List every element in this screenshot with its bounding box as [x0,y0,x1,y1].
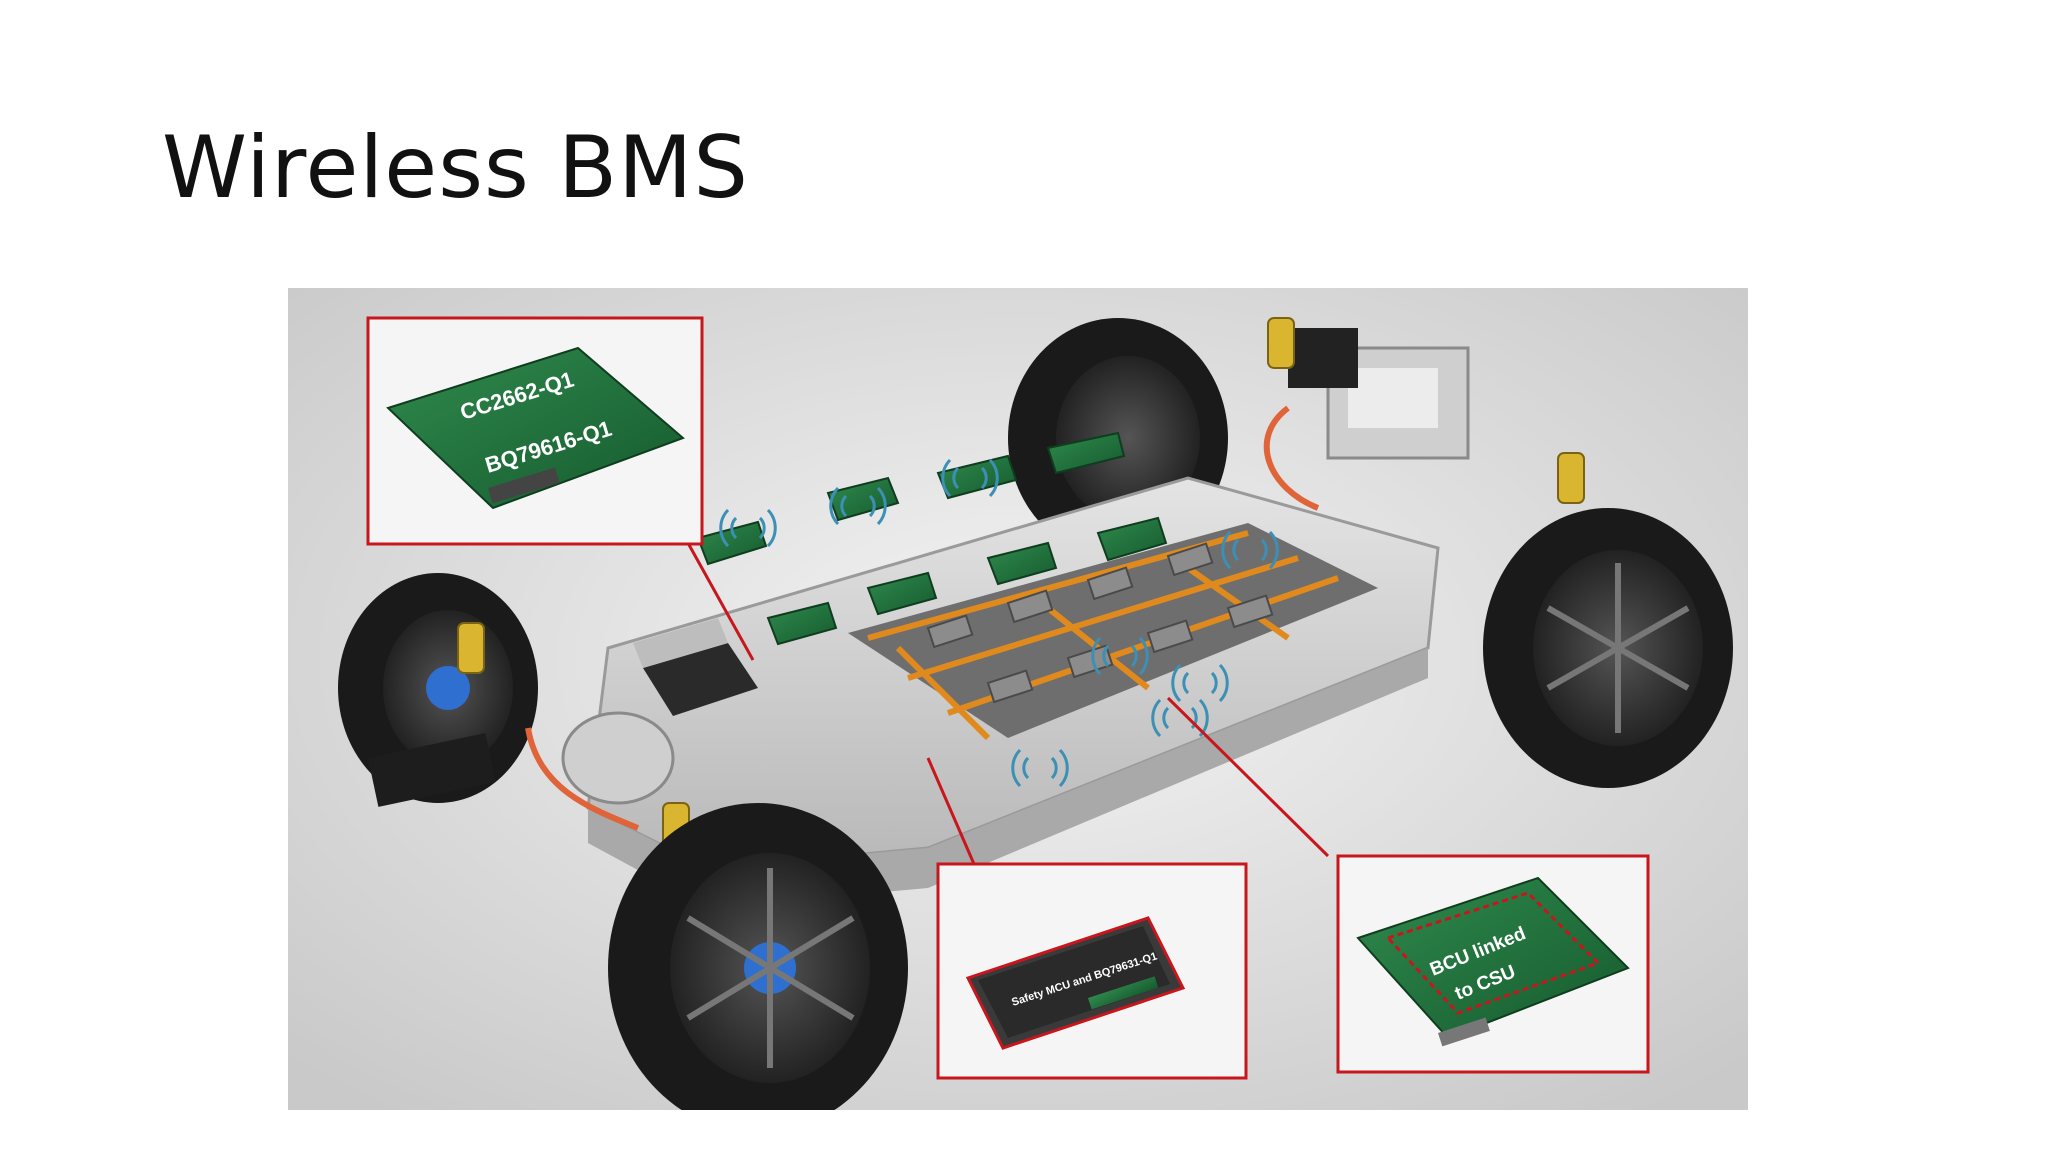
slide-title: Wireless BMS [162,118,749,218]
callout-top-left: CC2662-Q1 BQ79616-Q1 [366,316,704,546]
callout-leader-lines [686,542,1330,865]
rear-drive-unit [1263,328,1470,511]
connector-block [633,618,758,716]
front-right-wheel [608,803,908,1110]
ev-skateboard-figure: CC2662-Q1 BQ79616-Q1 Safety MCU and BQ79… [288,288,1748,1110]
module-boards [696,431,1168,646]
wireless-signal-icons [719,458,1279,788]
front-drive-unit [368,711,675,831]
rear-right-wheel [1483,508,1733,788]
callout-bottom-middle: Safety MCU and BQ79631-Q1 [936,862,1248,1080]
battery-modules [848,523,1378,741]
callout-bottom-right: BCU linked to CSU [1336,854,1650,1074]
